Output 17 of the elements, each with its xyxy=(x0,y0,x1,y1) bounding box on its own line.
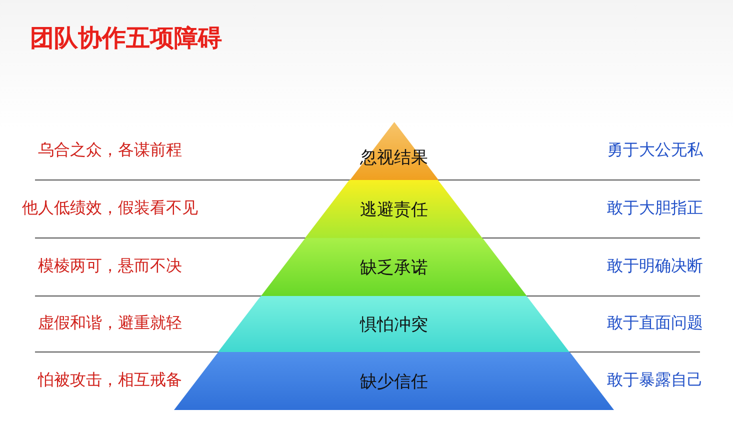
tier-label: 逃避责任 xyxy=(358,199,429,221)
remedy-description: 敢于直面问题 xyxy=(607,313,703,334)
title: 团队协作五项障碍 xyxy=(30,23,222,54)
dysfunction-description: 他人低绩效，假装看不见 xyxy=(22,198,198,219)
tier-label: 缺乏承诺 xyxy=(358,257,429,279)
pyramid-tier xyxy=(218,296,570,352)
dysfunction-description: 怕被攻击，相互戒备 xyxy=(38,370,182,391)
dysfunction-description: 模棱两可，悬而不决 xyxy=(38,256,182,277)
remedy-description: 敢于暴露自己 xyxy=(607,370,703,391)
remedy-description: 勇于大公无私 xyxy=(607,140,703,161)
tier-label: 缺少信任 xyxy=(359,371,429,393)
remedy-description: 敢于大胆指正 xyxy=(607,198,703,219)
tier-label: 惧怕冲突 xyxy=(358,314,429,336)
remedy-description: 敢于明确决断 xyxy=(607,256,703,277)
pyramid-tier xyxy=(261,238,527,296)
dysfunction-description: 乌合之众，各谋前程 xyxy=(38,140,182,161)
dysfunction-description: 虚假和谐，避重就轻 xyxy=(38,313,182,334)
